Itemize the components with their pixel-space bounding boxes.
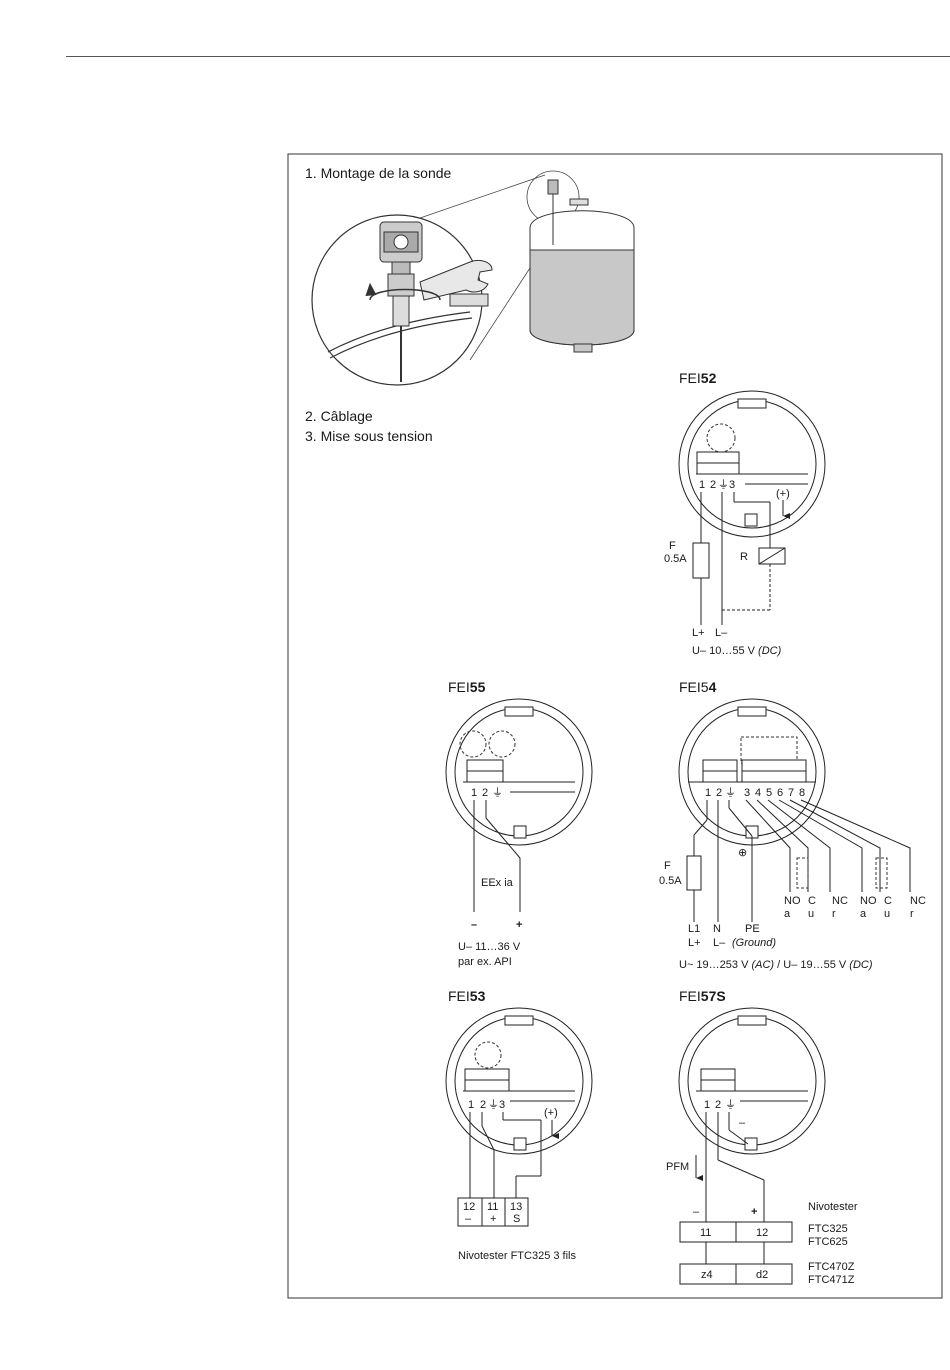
svg-text:1: 1 <box>471 787 477 799</box>
svg-text:NO: NO <box>860 895 877 907</box>
svg-text:FTC470Z: FTC470Z <box>808 1261 855 1273</box>
svg-text:–: – <box>693 1206 700 1218</box>
svg-text:L+: L+ <box>688 937 701 949</box>
svg-text:r: r <box>832 908 836 920</box>
svg-text:⏚: ⏚ <box>718 478 729 491</box>
svg-text:⏚: ⏚ <box>488 1098 499 1111</box>
svg-text:Nivotester FTC325 3 fils: Nivotester FTC325 3 fils <box>458 1250 576 1262</box>
fei53-diagram: FEI53 1 2 ⏚ 3 (+) 12 11 13 – + S Nivotes… <box>445 988 593 1262</box>
svg-text:S: S <box>513 1213 520 1225</box>
svg-text:1: 1 <box>699 479 705 491</box>
svg-text:u: u <box>808 908 814 920</box>
svg-text:par ex. API: par ex. API <box>458 956 512 968</box>
svg-text:0.5A: 0.5A <box>664 553 687 565</box>
svg-text:NC: NC <box>910 895 926 907</box>
svg-text:(Ground): (Ground) <box>732 937 776 949</box>
svg-text:a: a <box>860 908 867 920</box>
step-power-label: 3. Mise sous tension <box>305 428 433 444</box>
svg-text:+: + <box>516 919 522 931</box>
svg-text:EEx ia: EEx ia <box>481 877 514 889</box>
step-wiring-label: 2. Câblage <box>305 408 373 424</box>
svg-text:2: 2 <box>716 787 722 799</box>
fei57s-diagram: FEI57S 1 2 ⏚ – PFM – + 11 12 z4 d2 Nivot… <box>666 988 858 1286</box>
svg-text:FTC471Z: FTC471Z <box>808 1274 855 1286</box>
fei54-diagram: FEI54 1 2 ⏚ 3 4 5 6 7 8 ⊕ F 0.5A <box>659 679 926 971</box>
svg-text:2: 2 <box>715 1099 721 1111</box>
svg-text:⏚: ⏚ <box>725 786 736 799</box>
svg-text:1: 1 <box>705 787 711 799</box>
svg-text:3: 3 <box>729 479 735 491</box>
svg-text:C: C <box>884 895 892 907</box>
svg-text:1: 1 <box>704 1099 710 1111</box>
svg-text:L–: L– <box>713 937 726 949</box>
mounting-illustration <box>311 170 635 386</box>
fei54-supply: U~ 19…253 V (AC) / U– 19…55 V (DC) <box>679 959 873 971</box>
svg-text:2: 2 <box>710 479 716 491</box>
svg-text:C: C <box>808 895 816 907</box>
fei54-title: FEI54 <box>679 679 717 695</box>
svg-text:⊕: ⊕ <box>738 847 747 859</box>
svg-text:0.5A: 0.5A <box>659 875 682 887</box>
svg-text:4: 4 <box>755 787 761 799</box>
svg-text:2: 2 <box>480 1099 486 1111</box>
svg-text:NC: NC <box>832 895 848 907</box>
svg-text:2: 2 <box>482 787 488 799</box>
svg-text:6: 6 <box>777 787 783 799</box>
svg-text:3: 3 <box>499 1099 505 1111</box>
fei53-title: FEI53 <box>448 988 486 1004</box>
svg-text:1: 1 <box>468 1099 474 1111</box>
svg-text:⏚: ⏚ <box>725 1098 736 1111</box>
svg-text:F: F <box>664 860 671 872</box>
svg-text:⏚: ⏚ <box>492 786 503 799</box>
svg-text:r: r <box>910 908 914 920</box>
header-rule <box>66 56 950 57</box>
svg-text:11: 11 <box>700 1227 711 1239</box>
svg-text:11: 11 <box>487 1201 498 1213</box>
svg-text:L–: L– <box>715 627 728 639</box>
svg-text:8: 8 <box>799 787 805 799</box>
svg-text:Nivotester: Nivotester <box>808 1201 858 1213</box>
svg-text:5: 5 <box>766 787 772 799</box>
fei52-diagram: FEI52 1 2 ⏚ 3 F 0.5A R (+) L+ L– U– 10…5… <box>664 370 826 657</box>
svg-text:U– 11…36 V: U– 11…36 V <box>458 941 521 953</box>
svg-text:PFM: PFM <box>666 1161 689 1173</box>
svg-text:d2: d2 <box>756 1269 768 1281</box>
svg-text:(+): (+) <box>776 488 790 500</box>
figure-frame <box>287 153 943 1299</box>
fei57s-title: FEI57S <box>679 988 726 1004</box>
svg-text:N: N <box>713 923 721 935</box>
svg-text:–: – <box>465 1213 472 1225</box>
step-mounting-label: 1. Montage de la sonde <box>305 165 452 181</box>
svg-text:FTC325: FTC325 <box>808 1223 848 1235</box>
svg-text:+: + <box>751 1206 757 1218</box>
svg-text:–: – <box>739 1117 746 1129</box>
fei55-diagram: FEI55 1 2 ⏚ EEx ia – + U– 11…36 V par ex… <box>445 679 593 968</box>
svg-text:NO: NO <box>784 895 801 907</box>
svg-text:z4: z4 <box>701 1269 713 1281</box>
svg-text:–: – <box>471 919 477 931</box>
svg-text:12: 12 <box>463 1201 475 1213</box>
svg-text:FTC625: FTC625 <box>808 1236 848 1248</box>
fei52-supply: U– 10…55 V (DC) <box>692 645 782 657</box>
svg-text:12: 12 <box>756 1227 768 1239</box>
svg-text:L1: L1 <box>688 923 700 935</box>
svg-text:7: 7 <box>788 787 794 799</box>
svg-text:R: R <box>740 551 748 563</box>
svg-text:PE: PE <box>745 923 760 935</box>
svg-text:(+): (+) <box>544 1107 558 1119</box>
fei55-title: FEI55 <box>448 679 486 695</box>
svg-text:+: + <box>490 1213 496 1225</box>
svg-text:a: a <box>784 908 791 920</box>
svg-text:u: u <box>884 908 890 920</box>
fei52-title: FEI52 <box>679 370 717 386</box>
svg-text:F: F <box>669 540 676 552</box>
svg-text:13: 13 <box>510 1201 522 1213</box>
svg-text:L+: L+ <box>692 627 705 639</box>
svg-text:3: 3 <box>744 787 750 799</box>
